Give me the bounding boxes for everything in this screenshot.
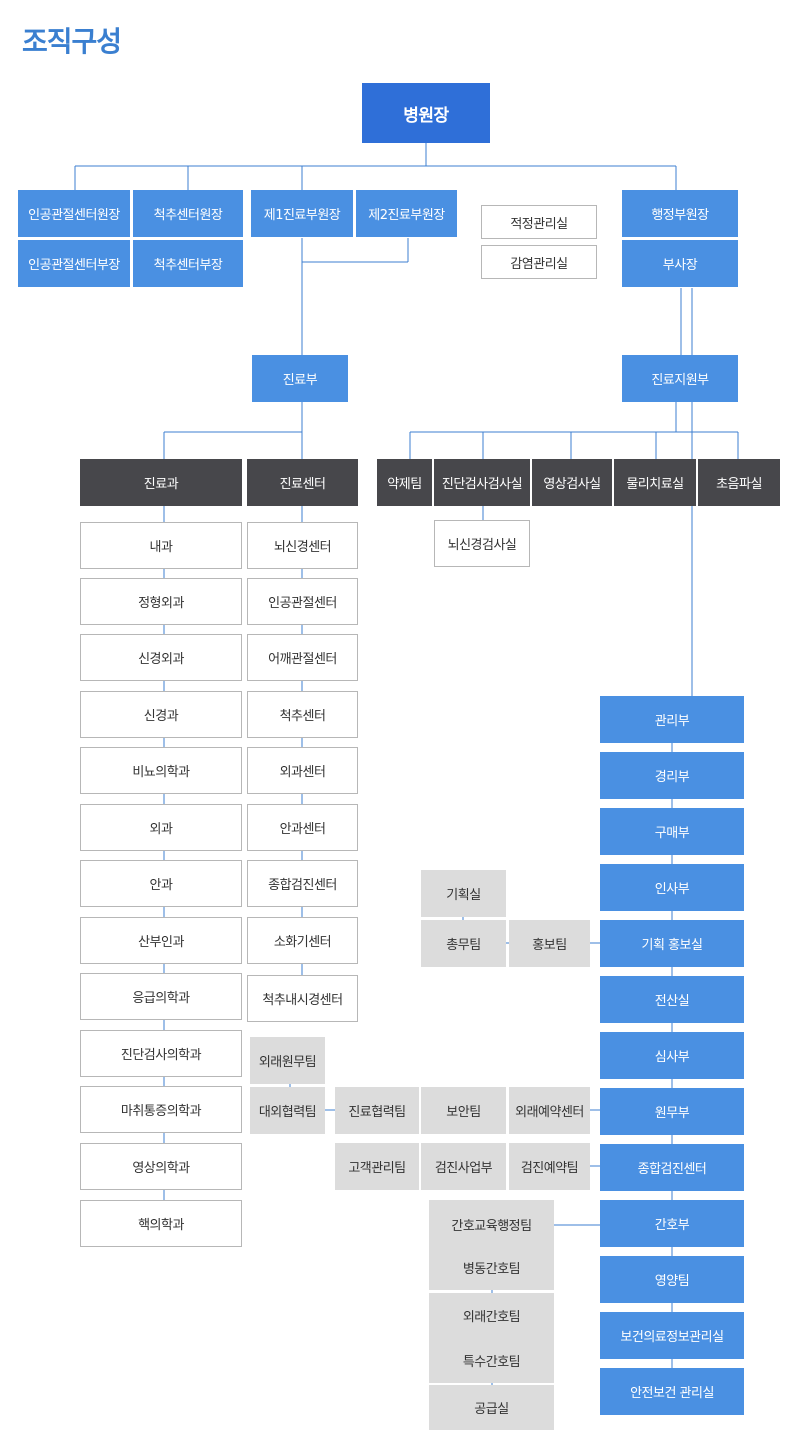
general-affairs-box: 총무팀 [421, 920, 506, 967]
center-box: 종합검진센터 [247, 860, 358, 907]
department-box: 외과 [80, 804, 242, 851]
department-header-box: 진료과 [80, 459, 242, 506]
admin-vice-box: 행정부원장 [622, 190, 738, 237]
center-box: 인공관절센터 [247, 578, 358, 625]
admin-department-box: 기획 홍보실 [600, 920, 744, 967]
deputy-director-box: 부사장 [622, 240, 738, 287]
nursing-team-box: 특수간호팀 [429, 1338, 554, 1383]
neuro-lab-box: 뇌신경검사실 [434, 520, 530, 567]
department-box: 영상의학과 [80, 1143, 242, 1190]
department-box: 핵의학과 [80, 1200, 242, 1247]
admin-department-box: 간호부 [600, 1200, 744, 1247]
department-box: 내과 [80, 522, 242, 569]
support-unit-box: 초음파실 [698, 459, 780, 506]
medical-division-box: 진료부 [252, 355, 348, 402]
center-header-box: 진료센터 [247, 459, 358, 506]
outpatient-affairs-box: 외래원무팀 [250, 1037, 325, 1084]
qi-office-box: 적정관리실 [481, 205, 597, 239]
admin-department-box: 종합검진센터 [600, 1144, 744, 1191]
admin-department-box: 보건의료정보관리실 [600, 1312, 744, 1359]
nursing-team-box: 공급실 [429, 1385, 554, 1430]
department-box: 산부인과 [80, 917, 242, 964]
admin-department-box: 전산실 [600, 976, 744, 1023]
center-box: 뇌신경센터 [247, 522, 358, 569]
planning-office-box: 기획실 [421, 870, 506, 917]
outpatient-reservation-box: 외래예약센터 [509, 1087, 590, 1134]
spine-center-deputy-box: 척추센터부장 [133, 240, 243, 287]
medical-vice-2-box: 제2진료부원장 [356, 190, 457, 237]
hospital-director-box: 병원장 [362, 83, 490, 143]
center-box: 어깨관절센터 [247, 634, 358, 681]
department-box: 신경외과 [80, 634, 242, 681]
joint-center-director-box: 인공관절센터원장 [18, 190, 130, 237]
nursing-team-box: 간호교육행정팀 [429, 1200, 554, 1248]
admin-department-box: 영양팀 [600, 1256, 744, 1303]
nursing-team-box: 병동간호팀 [429, 1245, 554, 1290]
department-box: 진단검사의학과 [80, 1030, 242, 1077]
medical-vice-1-box: 제1진료부원장 [251, 190, 353, 237]
joint-center-deputy-box: 인공관절센터부장 [18, 240, 130, 287]
support-unit-box: 약제팀 [377, 459, 432, 506]
center-box: 외과센터 [247, 747, 358, 794]
support-unit-box: 영상검사실 [532, 459, 612, 506]
admin-department-box: 관리부 [600, 696, 744, 743]
spine-center-director-box: 척추센터원장 [133, 190, 243, 237]
customer-management-box: 고객관리팀 [335, 1143, 419, 1190]
admin-department-box: 심사부 [600, 1032, 744, 1079]
department-box: 신경과 [80, 691, 242, 738]
center-box: 척추내시경센터 [247, 975, 358, 1022]
admin-department-box: 구매부 [600, 808, 744, 855]
infection-office-box: 감염관리실 [481, 245, 597, 279]
security-team-box: 보안팀 [421, 1087, 506, 1134]
center-box: 안과센터 [247, 804, 358, 851]
department-box: 응급의학과 [80, 973, 242, 1020]
medical-cooperation-box: 진료협력팀 [335, 1087, 419, 1134]
admin-department-box: 원무부 [600, 1088, 744, 1135]
department-box: 마취통증의학과 [80, 1086, 242, 1133]
center-box: 척추센터 [247, 691, 358, 738]
support-division-box: 진료지원부 [622, 355, 738, 402]
page-title: 조직구성 [22, 25, 122, 58]
checkup-business-box: 검진사업부 [421, 1143, 506, 1190]
admin-department-box: 경리부 [600, 752, 744, 799]
support-unit-box: 물리치료실 [614, 459, 696, 506]
checkup-reservation-box: 검진예약팀 [509, 1143, 590, 1190]
center-box: 소화기센터 [247, 917, 358, 964]
admin-department-box: 안전보건 관리실 [600, 1368, 744, 1415]
external-cooperation-box: 대외협력팀 [250, 1087, 325, 1134]
department-box: 비뇨의학과 [80, 747, 242, 794]
department-box: 안과 [80, 860, 242, 907]
support-unit-box: 진단검사검사실 [434, 459, 530, 506]
department-box: 정형외과 [80, 578, 242, 625]
nursing-team-box: 외래간호팀 [429, 1293, 554, 1338]
pr-team-box: 홍보팀 [509, 920, 590, 967]
admin-department-box: 인사부 [600, 864, 744, 911]
